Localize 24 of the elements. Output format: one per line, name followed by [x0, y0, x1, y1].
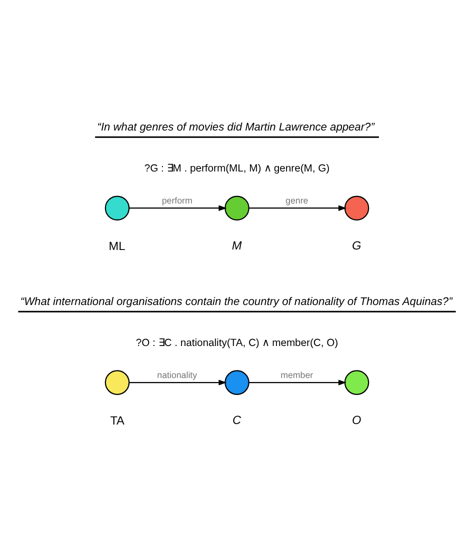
node-label: G	[352, 238, 362, 252]
label: ?G : ∃M . perform(ML, M) ∧ genre(M, G)	[144, 163, 330, 174]
edge-label: member	[280, 369, 314, 380]
node-circle	[224, 370, 250, 394]
node-label: M	[232, 238, 242, 252]
arrow	[129, 379, 227, 385]
node-circle	[344, 370, 370, 394]
node-label: TA	[110, 413, 124, 428]
label: “What international organisations contain the country of nationality of Thomas Aquinas?”	[20, 295, 452, 308]
node-label: O	[352, 412, 362, 426]
node-circle	[104, 370, 130, 394]
node-label: C	[232, 412, 242, 426]
edge-label: nationality	[157, 369, 198, 380]
arrow	[248, 379, 347, 385]
node-circle	[344, 195, 370, 220]
label: ?O : ∃C . nationality(TA, C) ∧ member(C, O)	[136, 338, 338, 349]
node-circle	[104, 195, 130, 220]
arrow	[129, 204, 227, 210]
label: “In what genres of movies did Martin Lawrence appear?”	[97, 120, 374, 133]
node-label: ML	[108, 238, 126, 253]
arrow	[248, 204, 347, 210]
node-circle	[224, 195, 250, 220]
edge-label: genre	[286, 194, 308, 205]
edge-label: perform	[162, 194, 192, 205]
